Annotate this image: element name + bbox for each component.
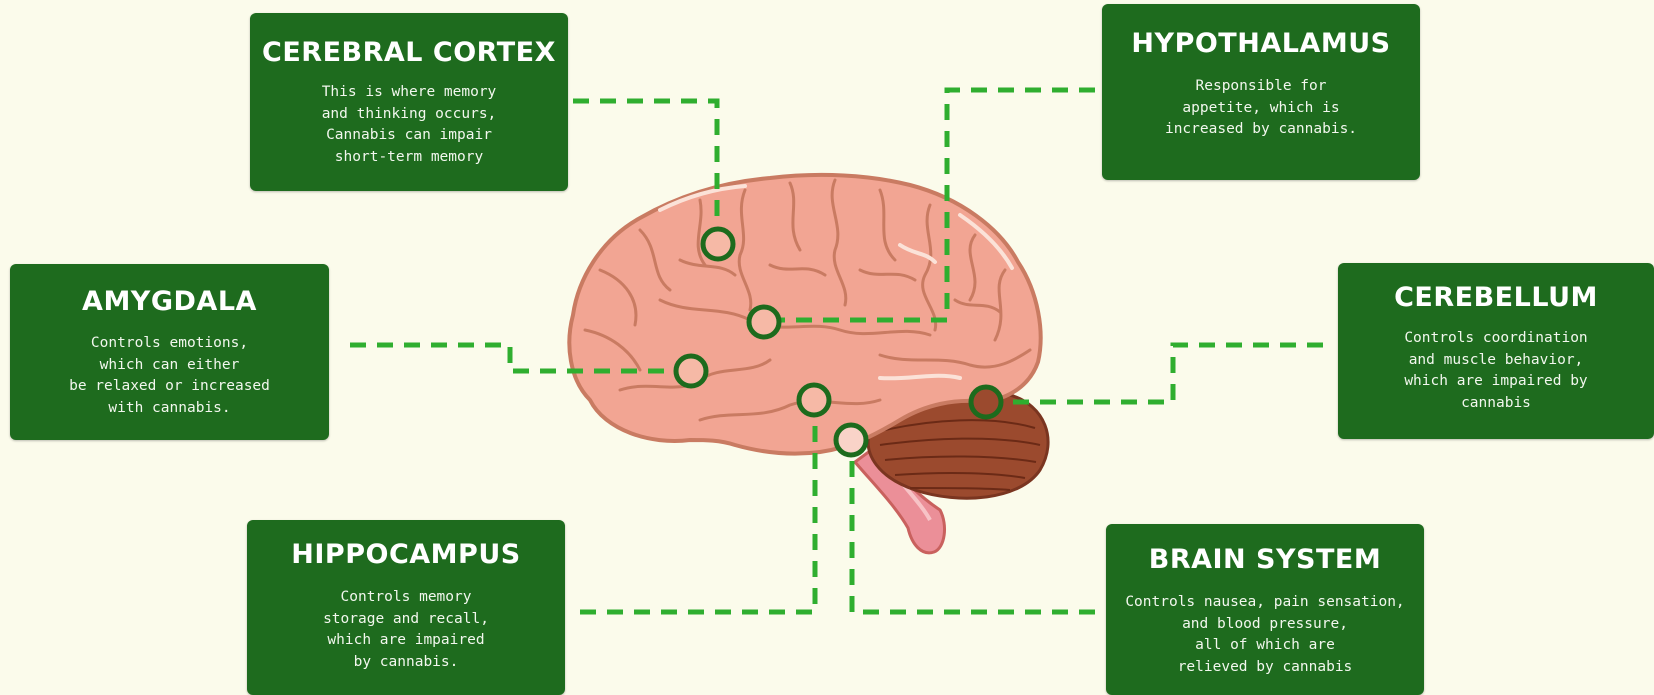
card-hypothalamus: HYPOTHALAMUS Responsible for appetite, w…: [1102, 4, 1420, 180]
marker-hypothalamus: [749, 307, 779, 337]
card-amygdala: AMYGDALA Controls emotions, which can ei…: [10, 264, 329, 440]
card-description: Controls memory storage and recall, whic…: [247, 587, 565, 673]
card-title: CEREBRAL CORTEX: [250, 39, 568, 66]
card-description: Controls emotions, which can either be r…: [10, 333, 329, 419]
connector-cerebellum: [1003, 345, 1323, 402]
card-cerebellum: CEREBELLUM Controls coordination and mus…: [1338, 263, 1654, 439]
card-description: Controls coordination and muscle behavio…: [1338, 328, 1654, 414]
marker-cerebellum: [971, 387, 1001, 417]
card-title: CEREBELLUM: [1338, 284, 1654, 311]
card-description: Controls nausea, pain sensation, and blo…: [1106, 592, 1424, 678]
marker-hippocampus: [799, 385, 829, 415]
marker-cerebral-cortex: [703, 229, 733, 259]
card-description: This is where memory and thinking occurs…: [250, 82, 568, 168]
card-title: HIPPOCAMPUS: [247, 541, 565, 568]
card-title: HYPOTHALAMUS: [1102, 30, 1420, 57]
card-title: AMYGDALA: [10, 288, 329, 315]
card-brain-system: BRAIN SYSTEM Controls nausea, pain sensa…: [1106, 524, 1424, 695]
card-cerebral-cortex: CEREBRAL CORTEX This is where memory and…: [250, 13, 568, 191]
marker-amygdala: [676, 356, 706, 386]
card-description: Responsible for appetite, which is incre…: [1102, 76, 1420, 141]
card-title: BRAIN SYSTEM: [1106, 546, 1424, 573]
marker-brain-system: [836, 425, 866, 455]
card-hippocampus: HIPPOCAMPUS Controls memory storage and …: [247, 520, 565, 695]
